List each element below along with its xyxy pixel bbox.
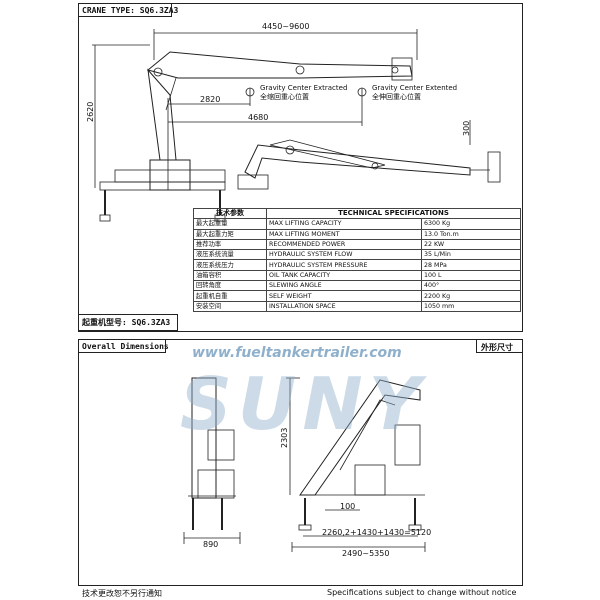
footer-note-en: Specifications subject to change without…	[327, 588, 517, 597]
gravity-extended-cn: 全伸回重心位置	[372, 93, 421, 101]
overall-dimensions-cn-box	[476, 339, 523, 353]
spec-value: 1050 mm	[421, 300, 521, 312]
watermark-brand: SUNY	[180, 362, 427, 446]
gravity-extracted-label: Gravity Center Extracted 全缩回重心位置	[260, 84, 347, 102]
gravity-extended-label: Gravity Center Extented 全伸回重心位置	[372, 84, 457, 102]
footer-note-cn: 技术更改恕不另行通知	[82, 589, 162, 598]
overall-dimensions-title: Overall Dimensions	[82, 342, 169, 351]
dim-foot: 100	[340, 502, 356, 511]
crane-type-box	[78, 3, 172, 17]
gravity-extracted-en: Gravity Center Extracted	[260, 84, 348, 92]
dim-gc-x2: 4680	[248, 113, 269, 122]
gravity-extracted-cn: 全缩回重心位置	[260, 93, 309, 101]
dim-span2: 2490~5350	[342, 549, 390, 558]
gravity-extended-en: Gravity Center Extented	[372, 84, 458, 92]
top-panel-frame	[78, 3, 523, 332]
bottom-panel-frame	[78, 339, 523, 586]
model-label-box	[78, 314, 178, 331]
watermark-url: www.fueltankertrailer.com	[192, 345, 402, 361]
dim-front-width: 890	[203, 540, 219, 549]
dim-span1: 2260,2+1430+1430=5120	[322, 528, 432, 537]
crane-type-label: CRANE TYPE: SQ6.3ZA3	[82, 6, 179, 15]
dim-reach: 4450~9600	[262, 22, 310, 31]
model-label-cn: 起重机型号: SQ6.3ZA3	[82, 318, 171, 327]
overall-dimensions-title-cn: 外形尺寸	[481, 343, 513, 352]
dim-gc-x1: 2820	[200, 95, 221, 104]
overall-dimensions-box	[78, 339, 166, 353]
